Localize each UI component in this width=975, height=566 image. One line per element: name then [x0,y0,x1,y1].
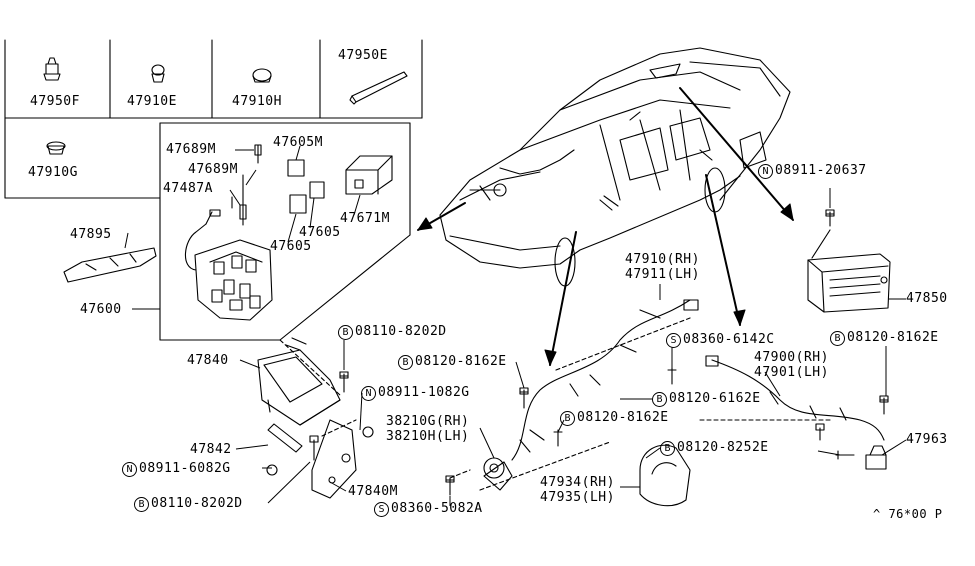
arrows [417,87,794,366]
part-label-47842: 47842 [190,442,232,457]
screw-prefix-icon: S [374,502,389,517]
bracket-47840 [257,337,341,426]
bolt-prefix-icon: B [134,497,149,512]
part-label-47487A: 47487A [163,181,213,196]
bracket-47895 [63,247,157,283]
relay-components [231,144,393,226]
part-label-47901LH: 47901(LH) [754,365,829,380]
front-sensor-harness [449,299,699,491]
part-label-47935: 47935(LH) [540,490,615,505]
part-label-47910H: 47910H [232,94,282,109]
bolt-prefix-icon: B [652,392,667,407]
sensor-cover [639,444,691,507]
part-label-47910RH: 47910(RH) [625,252,700,267]
part-label-47850: 47850 [906,291,948,306]
abs-actuator [184,209,273,321]
part-label-47900RH: 47900(RH) [754,350,829,365]
bolt-prefix-icon: B [830,331,845,346]
abs-control-unit [807,229,891,313]
part-label-47605M: 47605M [273,135,323,150]
part-label-47840M: 47840M [348,484,398,499]
part-label-47671M: 47671M [340,211,390,226]
part-label-47910E: 47910E [127,94,177,109]
part-label-47911LH: 47911(LH) [625,267,700,282]
part-label-47689M-a: 47689M [166,142,216,157]
part-label-47600: 47600 [80,302,122,317]
clip-47950F-icon [43,57,61,81]
clip-47910G-icon [46,141,66,155]
part-label-38210H: 38210H(LH) [386,429,470,444]
clip-47950E-icon [349,71,408,105]
part-label-47689M-b: 47689M [188,162,238,177]
clip-47910E-icon [151,64,165,83]
part-label-38210G: 38210G(RH) [386,414,470,429]
part-label-47934: 47934(RH) [540,475,615,490]
bolt-prefix-icon: B [338,325,353,340]
part-label-47895: 47895 [70,227,112,242]
part-label-47605-a: 47605 [299,225,341,240]
clip-47910H-icon [252,68,272,83]
bolt-prefix-icon: B [660,441,675,456]
part-label-47950E: 47950E [338,48,388,63]
clip-inset-grid [4,39,423,199]
part-label-47840: 47840 [187,353,229,368]
relay-frame [159,122,411,341]
diagram-reference-code: ^ 76*00 P [873,507,943,521]
bolt-prefix-icon: B [560,411,575,426]
part-label-47963: 47963 [906,432,948,447]
nut-prefix-icon: N [758,164,773,179]
rear-sensor-harness [699,355,887,470]
bolt-prefix-icon: B [398,355,413,370]
part-label-47605-b: 47605 [270,239,312,254]
nut-prefix-icon: N [122,462,137,477]
part-label-47950F: 47950F [30,94,80,109]
screw-prefix-icon: S [666,333,681,348]
part-label-47910G: 47910G [28,165,78,180]
